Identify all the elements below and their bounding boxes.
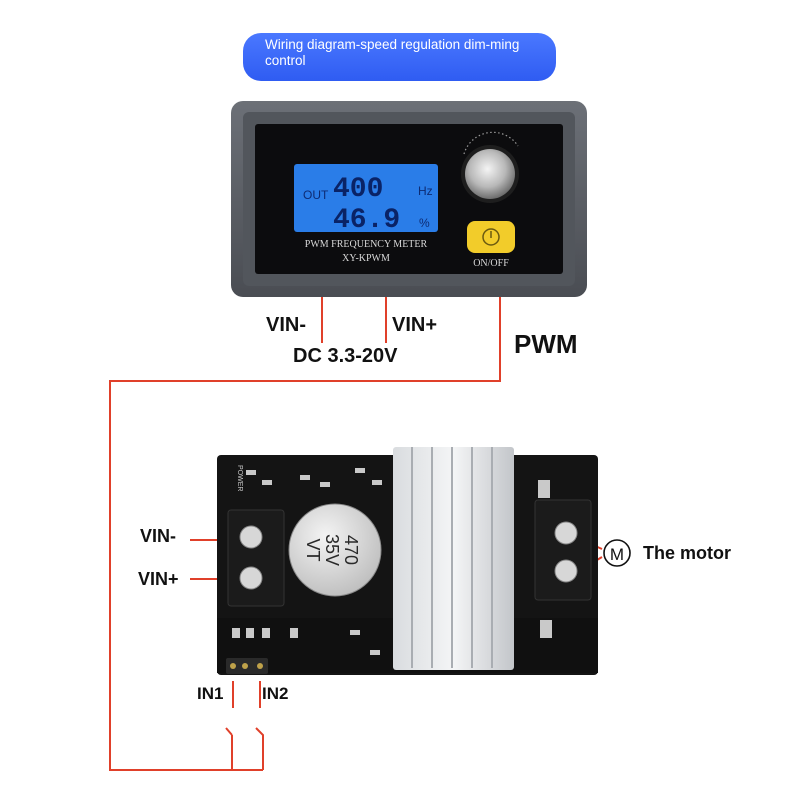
label-vin-minus: VIN- [266,314,306,336]
motor-symbol-icon [603,539,631,567]
capacitor [288,503,382,597]
wire-in2 [255,727,264,770]
heat-sink [393,447,514,670]
panel-model: XY-KPWM [342,253,390,264]
input-terminal-block [227,509,285,607]
wire-pwm [109,297,501,771]
pwm-controller: OUT 400 Hz 46.9 % PWM FREQUENCY METER XY… [231,101,587,297]
knob-scale-arc [463,131,519,155]
motor-terminal-block [534,499,592,601]
terminal-screw-motor-1 [554,521,578,545]
label-driver-vin-minus: VIN- [140,526,176,546]
title-banner-text: Wiring diagram-speed regulation dim-ming… [265,37,520,68]
capacitor-voltage: 35V [322,534,342,566]
panel-title: PWM FREQUENCY METER [305,239,428,250]
capacitor-marking: 470 35V VT [303,534,361,566]
knob-icon[interactable] [465,149,515,199]
label-supply-range: DC 3.3-20V [293,345,398,367]
label-driver-vin-plus: VIN+ [138,569,179,589]
lcd-duty-unit: % [419,216,430,230]
wire-in1-tail [225,727,233,736]
lcd-out-label: OUT [303,188,329,202]
label-motor: The motor [643,543,731,563]
pin-gnd [242,663,248,669]
motor-driver-board: 470 35V VT POWER [217,447,598,675]
label-pwm: PWM [514,329,578,359]
motor-symbol-letter: M [610,545,624,564]
pin-in2 [257,663,263,669]
label-in1: IN1 [197,684,224,703]
lcd-frequency-unit: Hz [418,184,433,198]
title-banner: Wiring diagram-speed regulation dim-ming… [243,33,556,81]
smd-components [232,468,552,655]
terminal-screw-vin-minus [239,525,263,549]
pin-in1 [230,663,236,669]
terminal-screw-motor-2 [554,559,578,583]
terminal-screw-vin-plus [239,566,263,590]
lcd-screen [294,164,438,232]
lcd-duty-value: 46.9 [333,205,400,236]
heat-sink-fins [411,447,493,668]
silk-power: POWER [236,465,243,491]
power-icon [482,228,500,246]
power-button-label: ON/OFF [473,258,509,269]
lcd-frequency-value: 400 [333,174,383,205]
capacitor-value: 470 [341,535,361,565]
capacitor-series: VT [303,538,323,561]
label-vin-plus: VIN+ [392,314,438,336]
label-in2: IN2 [262,684,289,703]
